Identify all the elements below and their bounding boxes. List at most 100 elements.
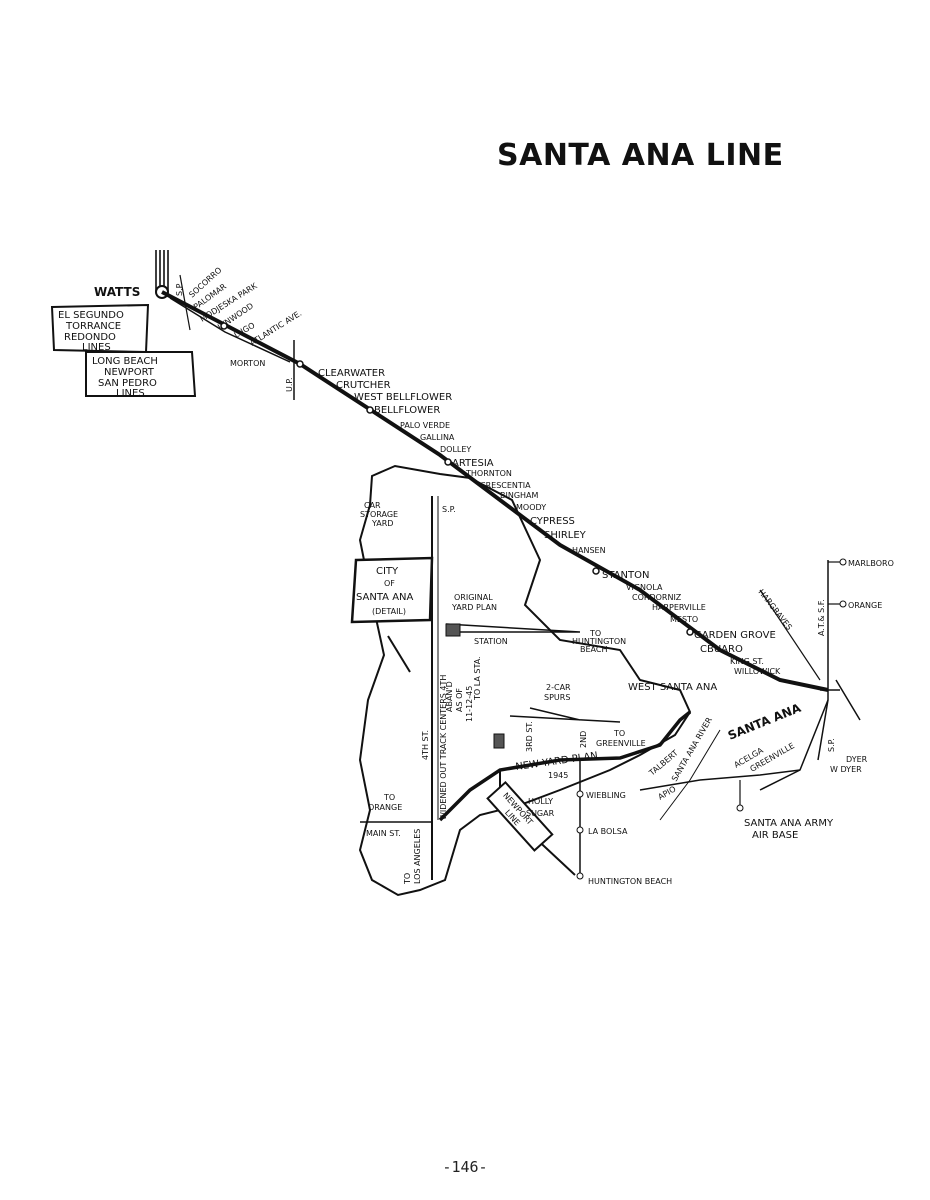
- svg-text:VIGNOLA: VIGNOLA: [626, 583, 663, 592]
- marlboro-label: MARLBORO: [848, 559, 894, 568]
- car-storage-yard-1: CAR: [364, 501, 381, 510]
- hargraves-label: HARGRAVES: [756, 588, 793, 632]
- svg-text:CRESCENTIA: CRESCENTIA: [480, 481, 531, 490]
- two-car-spurs-1: 2-CAR: [546, 683, 571, 692]
- widened-note: WIDENED OUT TRACK CENTERS 4TH: [439, 675, 448, 820]
- new-dyer-label: W DYER: [830, 765, 862, 774]
- svg-text:HANSEN: HANSEN: [572, 546, 606, 555]
- city-detail-box: CITY OF SANTA ANA (DETAIL): [350, 556, 434, 624]
- svg-text:CBUARO: CBUARO: [700, 644, 743, 655]
- santa-ana-label: SANTA ANA: [726, 701, 804, 743]
- station-morton: MORTON: [230, 359, 265, 368]
- fourth-st-label: 4TH ST.: [421, 730, 430, 760]
- svg-text:CITY: CITY: [376, 566, 399, 577]
- main-st-label: MAIN ST.: [366, 829, 401, 838]
- newport-line-sign: NEWPORT LINE: [486, 780, 554, 852]
- svg-text:DOLLEY: DOLLEY: [440, 445, 471, 454]
- svg-text:CRUTCHER: CRUTCHER: [336, 380, 391, 391]
- to-huntington-3: BEACH: [580, 645, 607, 654]
- two-car-spurs-track: [509, 707, 621, 723]
- svg-text:WILLOWICK: WILLOWICK: [734, 667, 781, 676]
- svg-text:STANTON: STANTON: [602, 570, 649, 581]
- svg-text:CLEARWATER: CLEARWATER: [318, 368, 385, 379]
- to-orange-1: TO: [383, 793, 395, 802]
- svg-text:LINES: LINES: [116, 388, 145, 399]
- air-base-label-2: AIR BASE: [752, 830, 798, 841]
- station-label: STATION: [474, 637, 508, 646]
- new-yard-building: [493, 733, 505, 749]
- orange-marker: [839, 600, 847, 608]
- connecting-line-box-1: EL SEGUNDO TORRANCE REDONDO LINES: [50, 303, 150, 354]
- south-line: [639, 769, 801, 791]
- original-station-building: [445, 623, 461, 637]
- to-greenville-2: GREENVILLE: [596, 739, 646, 748]
- svg-text:EL SEGUNDO: EL SEGUNDO: [58, 310, 124, 321]
- marlboro-marker: [839, 558, 847, 566]
- holly-sugar-2: SUGAR: [526, 809, 555, 818]
- huntington-beach-marker: [576, 872, 584, 880]
- svg-text:WEST BELLFLOWER: WEST BELLFLOWER: [354, 392, 452, 403]
- new-yard-main-track: [438, 710, 692, 822]
- svg-text:PALO VERDE: PALO VERDE: [400, 421, 450, 430]
- original-yard-plan-1: ORIGINAL: [454, 593, 493, 602]
- svg-text:CYPRESS: CYPRESS: [530, 516, 575, 527]
- to-los-angeles-2: LOS ANGELES: [413, 829, 422, 884]
- new-yard-plan-label: NEW YARD PLAN: [515, 751, 599, 773]
- original-yard-track: [445, 623, 581, 633]
- to-huntington-2: HUNTINGTON: [572, 637, 626, 646]
- air-base-marker: [736, 804, 744, 812]
- svg-text:SHIRLEY: SHIRLEY: [544, 530, 587, 541]
- huntington-beach-label: HUNTINGTON BEACH: [588, 877, 672, 886]
- holly-sugar-1: HOLLY: [528, 797, 553, 806]
- svg-text:BINGHAM: BINGHAM: [500, 491, 539, 500]
- page-title: SANTA ANA LINE: [497, 138, 784, 173]
- car-storage-yard-3: YARD: [371, 519, 393, 528]
- abandoned-note-3: 11-12-45: [465, 686, 474, 722]
- svg-text:GARDEN GROVE: GARDEN GROVE: [694, 630, 776, 641]
- to-los-angeles-1: TO: [403, 873, 412, 885]
- svg-text:SANTA ANA: SANTA ANA: [356, 592, 414, 603]
- svg-text:HARPERVILLE: HARPERVILLE: [652, 603, 706, 612]
- station-atlantic-ave: ATLANTIC AVE.: [248, 309, 303, 348]
- wiebling-label: WIEBLING: [586, 791, 626, 800]
- detail-pointer-arrow: [387, 635, 411, 673]
- dyer-label: DYER: [846, 755, 868, 764]
- wiebling-marker: [576, 790, 584, 798]
- west-santa-ana-label: WEST SANTA ANA: [628, 682, 717, 693]
- sp-label-east: S.P.: [827, 738, 836, 752]
- svg-text:OF: OF: [384, 579, 395, 588]
- svg-text:(DETAIL): (DETAIL): [372, 607, 406, 616]
- watts-tracks: [155, 250, 169, 292]
- svg-text:MESTO: MESTO: [670, 615, 698, 624]
- second-st-label: 2ND: [579, 731, 588, 748]
- station-list: CLEARWATER CRUTCHER WEST BELLFLOWER BELL…: [318, 368, 781, 676]
- abandoned-note-2: AS OF: [455, 688, 464, 712]
- svg-text:BELLFLOWER: BELLFLOWER: [374, 405, 440, 416]
- la-bolsa-marker: [576, 826, 584, 834]
- svg-text:LINES: LINES: [82, 342, 111, 353]
- watts-label: WATTS: [94, 285, 140, 299]
- sp-crossing-line: [179, 274, 191, 331]
- santa-ana-main-line: [161, 290, 829, 692]
- svg-text:ARTESIA: ARTESIA: [452, 458, 494, 469]
- svg-text:MOODY: MOODY: [516, 503, 546, 512]
- sp-label-detail: S.P.: [442, 505, 456, 514]
- svg-text:SAN PEDRO: SAN PEDRO: [98, 378, 157, 389]
- secondary-line: [169, 297, 291, 363]
- to-greenville-1: TO: [613, 729, 625, 738]
- original-yard-plan-2: YARD PLAN: [451, 603, 497, 612]
- to-la-sta-label: TO LA STA.: [473, 656, 482, 701]
- svg-text:GALLINA: GALLINA: [420, 433, 455, 442]
- svg-text:KING ST.: KING ST.: [730, 657, 764, 666]
- orange-label: ORANGE: [848, 601, 882, 610]
- svg-text:TORRANCE: TORRANCE: [65, 321, 121, 332]
- abandoned-note-1: ABAN'D: [445, 681, 454, 712]
- third-st-label: 3RD ST.: [525, 721, 534, 752]
- connecting-line-box-2: LONG BEACH NEWPORT SAN PEDRO LINES: [85, 351, 197, 399]
- svg-text:NEWPORT: NEWPORT: [104, 367, 155, 378]
- svg-text:CORDORNIZ: CORDORNIZ: [632, 593, 682, 602]
- air-base-label-1: SANTA ANA ARMY: [744, 818, 834, 829]
- to-huntington-1: TO: [589, 629, 601, 638]
- station-markers: [220, 322, 694, 636]
